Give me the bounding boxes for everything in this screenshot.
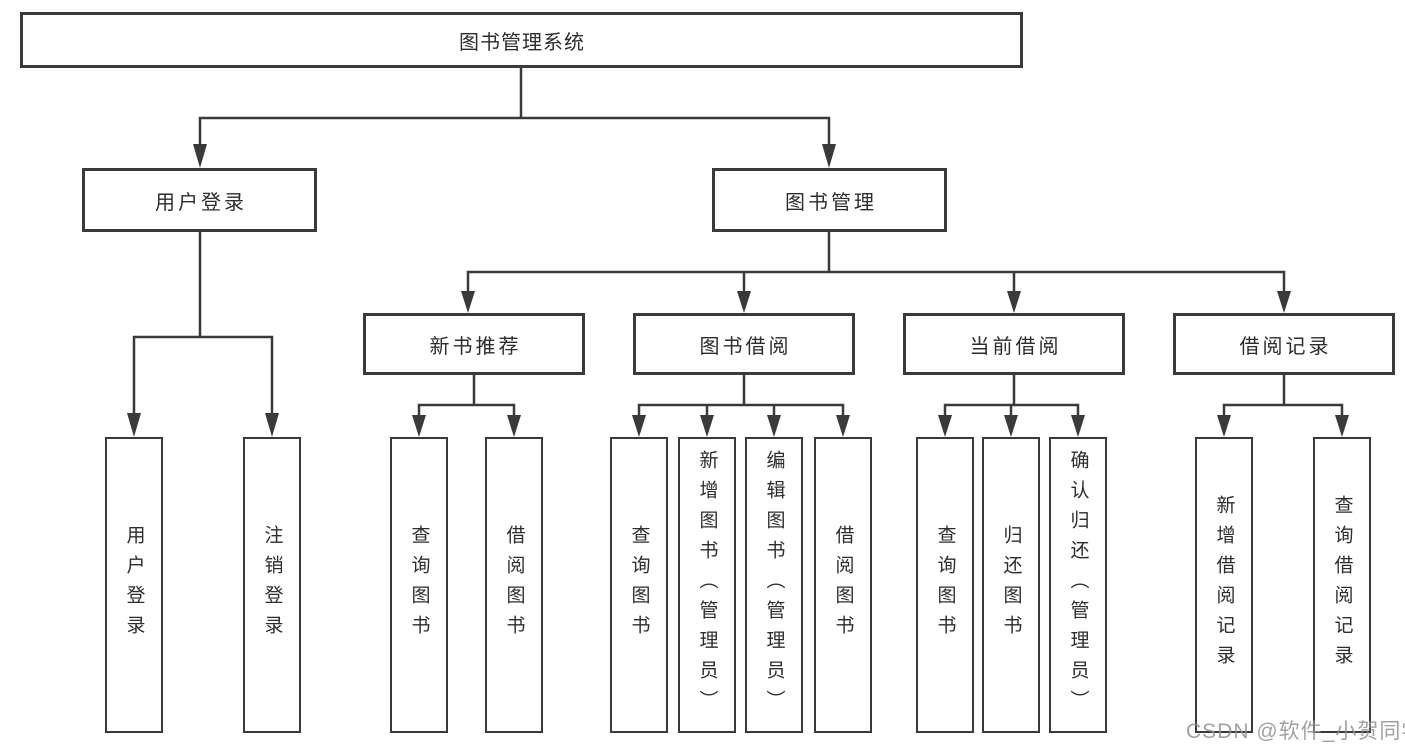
node-current-borrowing: 当前借阅 [903,313,1125,375]
connector-current [943,373,1080,415]
node-book-management: 图书管理 [712,168,947,232]
node-library-management-system: 图书管理系统 [20,12,1023,68]
leaf-borrow-books-recommend: 借阅图书 [485,437,543,733]
connector-borrowing [637,373,845,415]
leaf-return-books: 归还图书 [982,437,1040,733]
leaf-edit-books-admin: 编辑图书（管理员） [745,437,803,733]
node-new-book-recommendation: 新书推荐 [363,313,585,375]
leaf-confirm-return-admin: 确认归还（管理员） [1049,437,1107,733]
leaf-query-books-current: 查询图书 [916,437,974,733]
leaf-query-books-borrowing: 查询图书 [610,437,668,733]
leaf-logout: 注销登录 [243,437,301,733]
connector-root [198,68,831,146]
leaf-add-books-admin: 新增图书（管理员） [678,437,736,733]
node-user-login: 用户登录 [82,168,317,232]
connector-user-login [132,230,274,415]
leaf-query-books-recommend: 查询图书 [390,437,448,733]
node-borrowing-records: 借阅记录 [1173,313,1395,375]
leaf-user-login: 用户登录 [105,437,163,733]
connector-new-book [417,373,516,415]
leaf-add-borrow-record: 新增借阅记录 [1195,437,1253,733]
leaf-query-borrow-record: 查询借阅记录 [1313,437,1371,733]
connector-records [1222,373,1344,415]
leaf-borrow-books-borrowing: 借阅图书 [814,437,872,733]
node-book-borrowing: 图书借阅 [633,313,855,375]
connector-book-management [466,231,1286,291]
watermark-text: CSDN @软件_小贺同学 [1186,720,1405,743]
